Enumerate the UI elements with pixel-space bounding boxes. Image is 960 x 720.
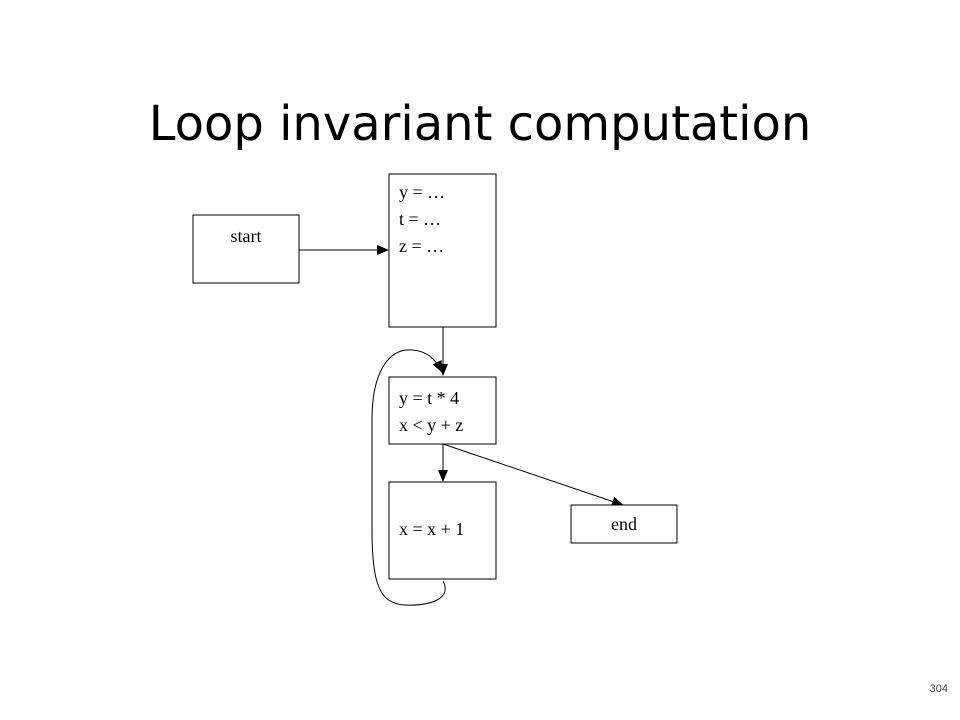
node-start: start	[192, 214, 300, 284]
node-loop-body-line: x = x + 1	[399, 519, 464, 539]
node-init-line: z = …	[399, 236, 444, 256]
node-loop-header-line: x < y + z	[399, 415, 463, 435]
node-end-label: end	[611, 514, 637, 534]
slide-number: 304	[929, 683, 948, 695]
node-init: y = … t = … z = …	[388, 173, 497, 328]
node-end: end	[570, 504, 678, 544]
node-loop-header: y = t * 4 x < y + z	[388, 376, 497, 445]
node-loop-body: x = x + 1	[388, 481, 497, 580]
slide-title: Loop invariant computation	[148, 96, 812, 152]
edge-loop-header-to-end	[442, 443, 624, 507]
node-init-line: t = …	[399, 209, 441, 229]
node-loop-header-line: y = t * 4	[399, 388, 459, 408]
back-edge-loop-body-to-header	[371, 349, 446, 606]
node-init-line: y = …	[399, 182, 445, 202]
node-start-label: start	[231, 226, 262, 246]
